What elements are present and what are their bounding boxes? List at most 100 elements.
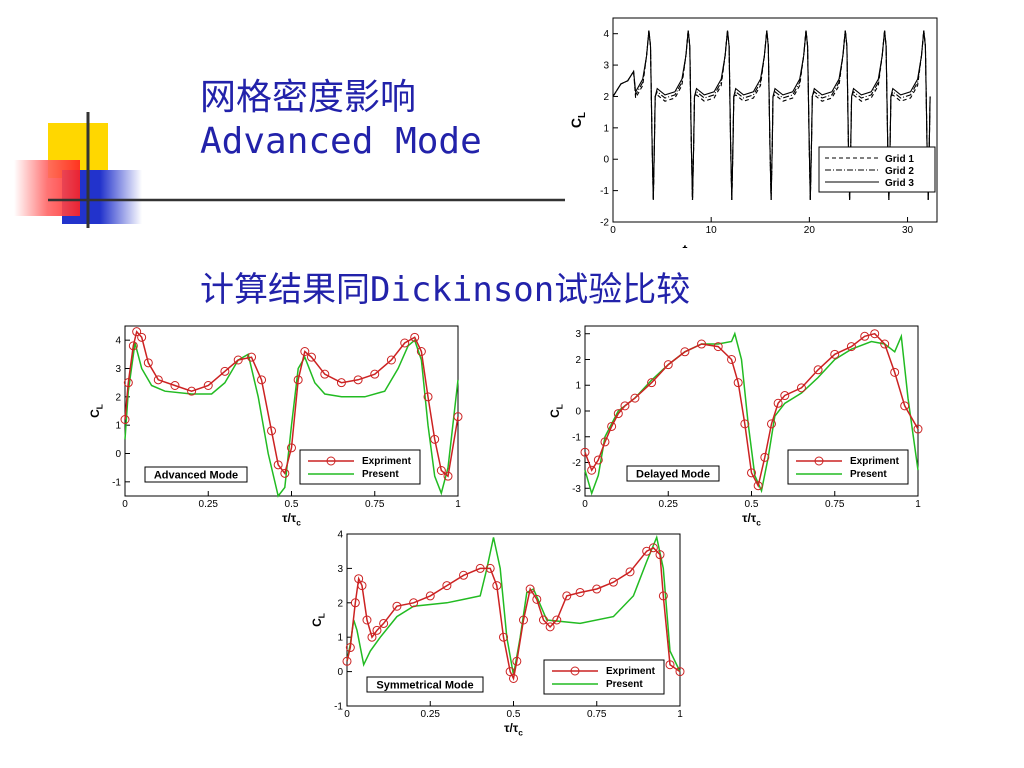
x-axis-label: τ/τc <box>742 511 761 528</box>
x-tick-label: 20 <box>804 225 816 236</box>
experiment-point <box>430 434 440 444</box>
experiment-point <box>592 584 602 594</box>
experiment-point <box>442 581 452 591</box>
y-tick-label: -2 <box>572 458 581 469</box>
experiment-point <box>552 615 562 625</box>
experiment-point <box>128 341 138 351</box>
x-tick-label: 0 <box>122 499 128 510</box>
deco-blue-gradient <box>100 170 142 224</box>
experiment-point <box>143 358 153 368</box>
x-tick-label: 10 <box>706 225 718 236</box>
experiment-point <box>425 591 435 601</box>
x-tick-label: 0 <box>582 499 588 510</box>
experiment-point <box>220 366 230 376</box>
x-tick-label: 30 <box>902 225 914 236</box>
x-tick-label: 0.5 <box>285 499 299 510</box>
legend-label-experiment: Expriment <box>850 456 900 467</box>
x-tick-label: 1 <box>677 709 683 720</box>
experiment-point <box>342 656 352 666</box>
experiment-point <box>846 342 856 352</box>
experiment-point <box>410 332 420 342</box>
y-tick-label: 0 <box>337 667 343 678</box>
experiment-point <box>860 331 870 341</box>
y-tick-label: 4 <box>115 336 121 347</box>
y-tick-label: 3 <box>337 564 343 575</box>
experiment-point <box>760 452 770 462</box>
legend-label-present: Present <box>850 469 887 480</box>
legend-box <box>299 449 421 485</box>
x-tick-label: 1 <box>915 499 921 510</box>
slide-title: 网格密度影响 Advanced Mode <box>200 76 482 164</box>
series-grid-3 <box>612 30 931 201</box>
x-tick-label: 0.75 <box>825 499 845 510</box>
experiment-point <box>620 401 630 411</box>
x-tick-label: 0 <box>344 709 350 720</box>
experiment-point <box>625 567 635 577</box>
x-axis-label-text: τ/τc <box>504 721 523 738</box>
experiment-point <box>453 412 463 422</box>
y-axis-label: CL <box>568 112 588 128</box>
experiment-point <box>593 455 603 465</box>
experiment-point <box>233 355 243 365</box>
experiment-point <box>367 632 377 642</box>
experiment-point <box>740 419 750 429</box>
experiment-point <box>663 360 673 370</box>
experiment-point <box>423 392 433 402</box>
experiment-point <box>600 437 610 447</box>
experiment-point <box>153 375 163 385</box>
experiment-point <box>345 643 355 653</box>
experiment-point <box>680 347 690 357</box>
experiment-point <box>499 632 509 642</box>
experiment-point <box>880 339 890 349</box>
legend-label-experiment: Expriment <box>606 666 656 677</box>
y-axis-label-text: CL <box>88 404 105 418</box>
experiment-point <box>386 355 396 365</box>
experiment-point <box>647 378 657 388</box>
experiment-point <box>443 471 453 481</box>
series-experiment <box>124 330 459 478</box>
experiment-point <box>727 354 737 364</box>
mode-label: Delayed Mode <box>636 469 710 481</box>
mode-label: Symmetrical Mode <box>376 680 473 692</box>
x-axis-label: τ/τc <box>282 511 301 528</box>
y-tick-label: 1 <box>115 421 121 432</box>
experiment-point <box>357 581 367 591</box>
experiment-point <box>120 415 130 424</box>
y-tick-label: 3 <box>575 329 581 340</box>
experiment-point <box>753 481 763 491</box>
x-tick-label: 0.25 <box>659 499 679 510</box>
experiment-point <box>300 347 310 356</box>
y-axis-label-text: CL <box>548 404 565 418</box>
x-axis-label: τ/τc <box>504 721 523 738</box>
y-tick-label: -1 <box>112 477 121 488</box>
series-present <box>584 331 919 496</box>
experiment-point <box>890 367 900 377</box>
mode-label-box <box>626 465 720 482</box>
x-axis-label-text: τ/τc <box>282 511 301 528</box>
experiment-point <box>320 369 330 379</box>
y-tick-label: 4 <box>337 530 343 541</box>
legend-marker-experiment <box>814 456 824 466</box>
experiment-point <box>247 352 257 362</box>
experiment-point <box>336 378 346 388</box>
experiment-point <box>353 375 363 385</box>
experiment-point <box>575 587 585 597</box>
decorative-squares <box>14 112 565 228</box>
legend-box <box>543 659 665 695</box>
experiment-point <box>267 426 277 436</box>
experiment-point <box>257 375 267 385</box>
experiment-point <box>370 369 380 379</box>
y-tick-label: 3 <box>115 364 121 375</box>
y-tick-label: -3 <box>572 484 581 495</box>
experiment-point <box>733 378 743 388</box>
legend-label-present: Present <box>606 679 643 690</box>
mode-label-box <box>144 466 248 483</box>
y-axis-label: CL <box>310 613 327 627</box>
y-tick-label: 0 <box>575 407 581 418</box>
legend-label: Grid 2 <box>885 166 914 177</box>
experiment-point <box>459 570 469 580</box>
experiment-point <box>123 378 133 388</box>
experiment-point <box>900 401 910 411</box>
